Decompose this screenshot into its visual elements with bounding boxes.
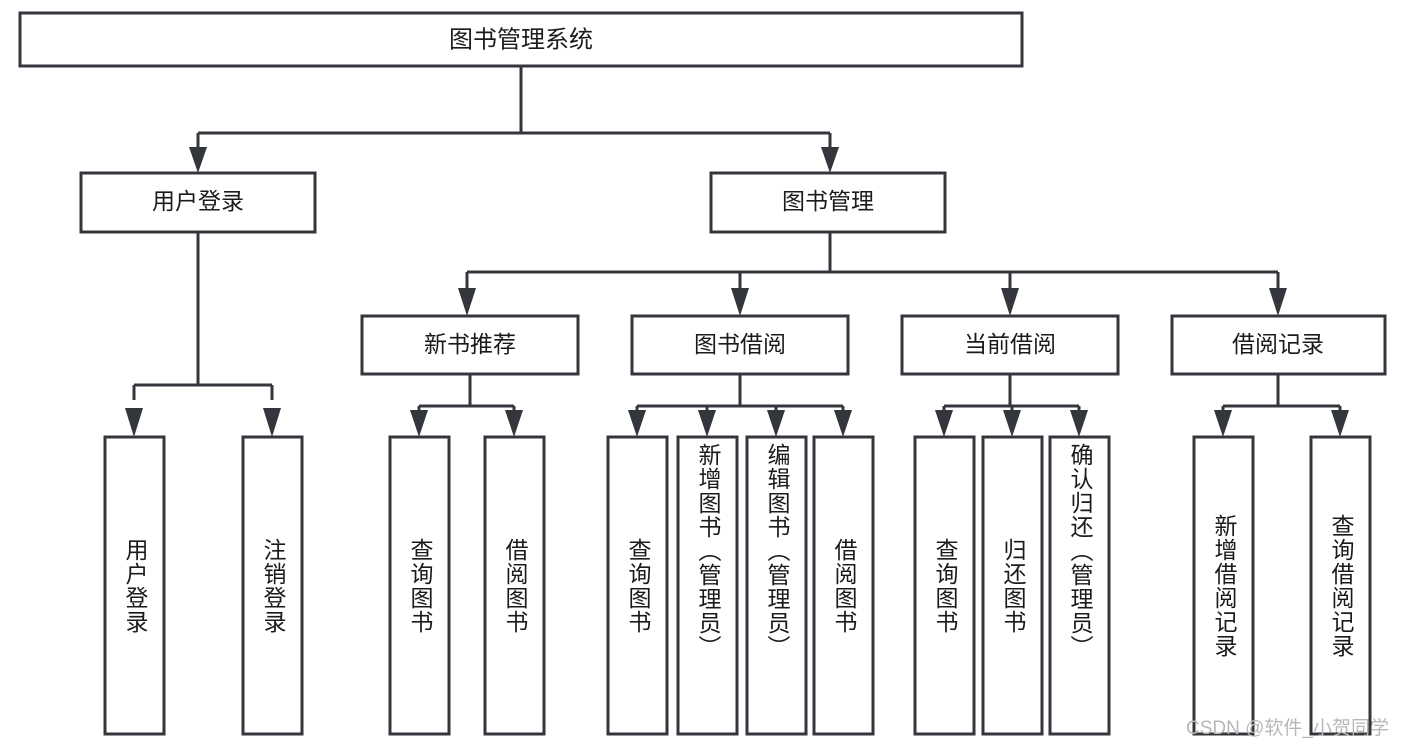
node-new-book-recommend-box[interactable] — [360, 314, 580, 376]
node-user-login-box[interactable] — [79, 171, 317, 234]
leaf-user-login-box[interactable] — [103, 435, 166, 736]
arrow-head-leaf-edit-book — [767, 410, 785, 437]
node-book-manage-box[interactable] — [709, 171, 947, 234]
leaf-query-book-1-box[interactable] — [388, 435, 451, 736]
leaf-logout-login-box[interactable] — [241, 435, 304, 736]
arrow-head-leaf-query-book-2 — [628, 410, 646, 437]
arrow-head-leaf-borrow-book-2 — [834, 410, 852, 437]
arrow-head-leaf-add-borrow-record — [1214, 410, 1232, 437]
arrow-head-user-login — [189, 147, 207, 173]
arrow-head-leaf-add-book — [698, 410, 716, 437]
arrow-head-current-borrow — [1001, 288, 1019, 316]
arrow-head-book-borrow — [731, 288, 749, 316]
node-book-borrow[interactable]: 图书借阅 — [630, 314, 850, 376]
node-new-book-recommend[interactable]: 新书推荐 — [360, 314, 580, 376]
node-user-login[interactable]: 用户登录 — [79, 171, 317, 234]
node-root[interactable]: 图书管理系统 — [18, 11, 1024, 68]
leaf-boxes — [103, 435, 1372, 736]
leaf-query-borrow-record-box[interactable] — [1309, 435, 1372, 736]
node-borrow-record-box[interactable] — [1170, 314, 1387, 376]
leaf-add-book-box[interactable] — [676, 435, 739, 736]
arrow-head-leaf-logout-login — [263, 408, 281, 437]
leaf-edit-book-box[interactable] — [745, 435, 808, 736]
connector-group-root — [189, 66, 839, 173]
arrow-head-leaf-query-book-3 — [935, 410, 953, 437]
node-book-manage[interactable]: 图书管理 — [709, 171, 947, 234]
leaf-add-borrow-record-box[interactable] — [1192, 435, 1255, 736]
arrow-head-leaf-query-book-1 — [410, 410, 428, 437]
node-current-borrow-box[interactable] — [900, 314, 1120, 376]
node-book-borrow-label: 图书借阅 — [694, 331, 786, 357]
connector-group-book-manage — [458, 232, 1287, 316]
node-root-box[interactable] — [18, 11, 1024, 68]
node-book-borrow-box[interactable] — [630, 314, 850, 376]
arrow-head-leaf-query-borrow-record — [1331, 410, 1349, 437]
leaf-return-book-box[interactable] — [981, 435, 1044, 736]
arrow-head-leaf-user-login — [125, 408, 143, 437]
arrow-head-book-manage — [821, 147, 839, 173]
connector-group-current-borrow — [935, 374, 1088, 437]
node-borrow-record-label: 借阅记录 — [1232, 331, 1324, 357]
connector-group-new-book-recommend — [410, 374, 523, 437]
leaf-query-book-3-box[interactable] — [913, 435, 976, 736]
node-new-book-recommend-label: 新书推荐 — [424, 331, 516, 357]
connector-group-borrow-record — [1214, 374, 1349, 437]
arrow-head-leaf-return-book — [1003, 410, 1021, 437]
connector-group-user-login — [125, 232, 281, 437]
leaf-query-book-2-box[interactable] — [606, 435, 669, 736]
node-root-label: 图书管理系统 — [449, 26, 593, 53]
connector-group-book-borrow — [628, 374, 852, 437]
arrow-head-leaf-confirm-return — [1070, 410, 1088, 437]
node-current-borrow[interactable]: 当前借阅 — [900, 314, 1120, 376]
arrow-head-new-book-recommend — [458, 288, 476, 316]
node-user-login-label: 用户登录 — [152, 188, 244, 214]
node-current-borrow-label: 当前借阅 — [964, 331, 1056, 357]
watermark: CSDN @软件_小贺同学 — [1186, 718, 1389, 739]
leaf-borrow-book-1-box[interactable] — [483, 435, 546, 736]
leaf-confirm-return-box[interactable] — [1048, 435, 1111, 736]
leaf-borrow-book-2-box[interactable] — [812, 435, 875, 736]
arrow-head-borrow-record — [1269, 288, 1287, 316]
node-borrow-record[interactable]: 借阅记录 — [1170, 314, 1387, 376]
node-book-manage-label: 图书管理 — [782, 188, 874, 214]
arrow-head-leaf-borrow-book-1 — [505, 410, 523, 437]
